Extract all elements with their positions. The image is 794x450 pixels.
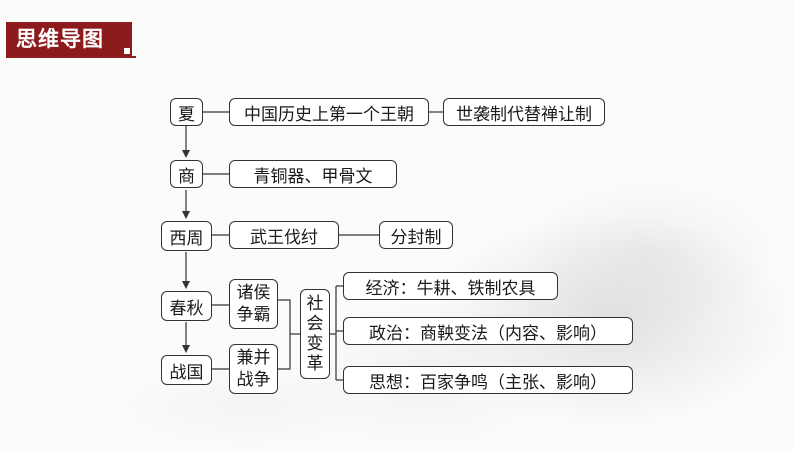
social-change-char-2: 会 xyxy=(306,314,324,334)
node-hereditary-system: 世袭制代替禅让制 xyxy=(443,98,605,126)
jianbing-line-1: 兼并 xyxy=(236,348,271,368)
zhuhou-line-2: 争霸 xyxy=(236,305,271,325)
title-underline xyxy=(6,56,136,58)
node-jianbing-zhanzheng: 兼并 战争 xyxy=(229,344,278,394)
social-change-char-1: 社 xyxy=(306,294,324,314)
node-zhuhou-zhengba: 诸侯 争霸 xyxy=(229,279,278,329)
title-banner-dot xyxy=(124,48,130,54)
jianbing-line-2: 战争 xyxy=(236,370,271,390)
node-thought: 思想：百家争鸣（主张、影响） xyxy=(343,366,633,394)
node-social-change: 社 会 变 革 xyxy=(300,289,330,379)
node-xia: 夏 xyxy=(170,98,203,126)
zhuhou-line-1: 诸侯 xyxy=(236,283,271,303)
node-shang: 商 xyxy=(170,160,203,188)
node-wuwang-fazhou: 武王伐纣 xyxy=(229,221,339,249)
node-chunqiu: 春秋 xyxy=(161,291,212,321)
node-economy: 经济：牛耕、铁制农具 xyxy=(343,272,558,300)
title-banner xyxy=(6,22,132,56)
node-fenfeng: 分封制 xyxy=(379,221,453,249)
bracket-to-social-change xyxy=(278,299,291,370)
node-xizhou: 西周 xyxy=(161,221,212,251)
node-bronze-oracle: 青铜器、甲骨文 xyxy=(229,160,397,188)
node-first-dynasty: 中国历史上第一个王朝 xyxy=(229,98,429,126)
social-change-char-4: 革 xyxy=(306,354,324,374)
social-change-char-3: 变 xyxy=(306,334,324,354)
page-title: 思维导图 xyxy=(16,27,104,51)
node-zhanguo: 战国 xyxy=(161,355,212,385)
node-politics: 政治：商鞅变法（内容、影响） xyxy=(343,317,633,345)
